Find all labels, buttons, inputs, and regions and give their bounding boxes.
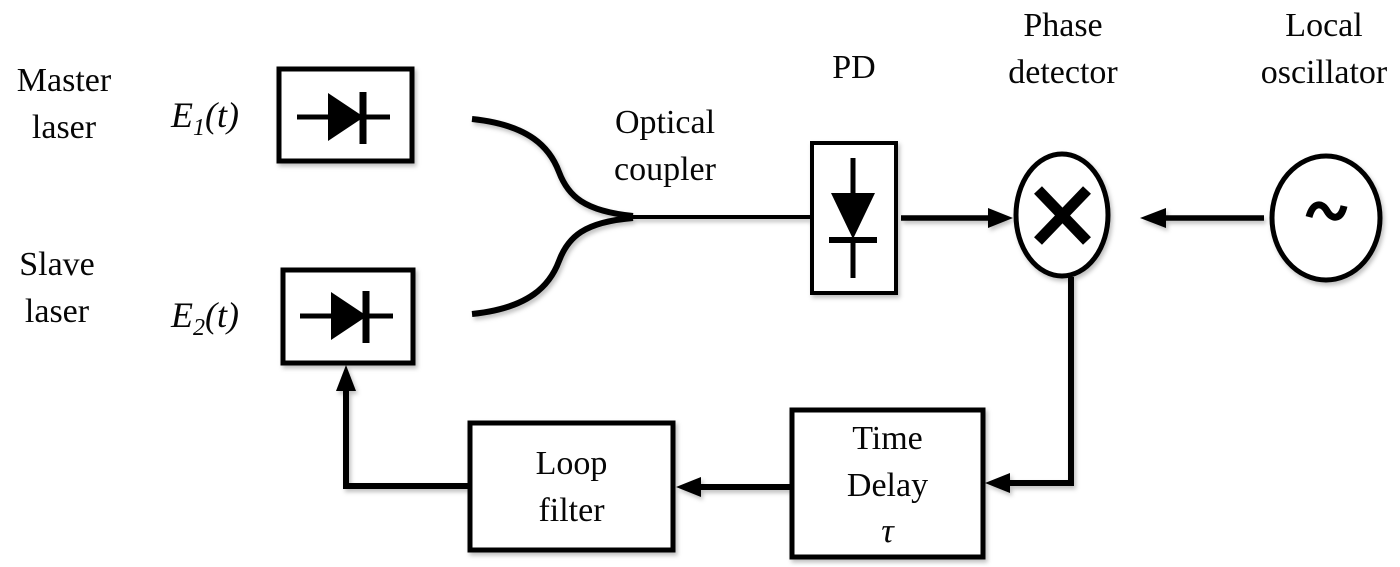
- pd-to-phase-arrow: [901, 208, 1013, 228]
- local-oscillator-label: Local oscillator: [1260, 7, 1388, 91]
- loop-filter-box: [467, 420, 676, 553]
- time-delay-box: [789, 407, 986, 560]
- phase-to-delay-arrow: [985, 277, 1074, 493]
- multiply-icon: [1034, 186, 1091, 245]
- delay-to-filter-arrow: [676, 477, 792, 497]
- laser-diode-icon: [300, 291, 393, 343]
- master-signal-label: E1(t): [171, 95, 239, 142]
- photodiode-icon: [829, 158, 877, 278]
- slave-laser-label: Slave laser: [19, 246, 95, 330]
- loop-filter-text: Loop filter: [535, 444, 608, 529]
- phase-detector-label: Phase detector: [1008, 7, 1118, 91]
- time-delay-text: Time Delay τ: [846, 419, 929, 550]
- pd-label: PD: [832, 49, 876, 86]
- local-oscillator-circle: [1269, 153, 1383, 283]
- lo-to-phase-arrow: [1140, 208, 1264, 228]
- filter-to-slave-arrow: [336, 365, 470, 489]
- fiber-coupler-icon: [471, 116, 814, 317]
- laser-diode-icon: [297, 92, 390, 144]
- sine-tilde-icon: [1305, 201, 1348, 221]
- master-laser-label: Master laser: [16, 62, 112, 146]
- slave-signal-label: E2(t): [171, 295, 239, 342]
- optical-coupler-label: Optical coupler: [614, 104, 716, 188]
